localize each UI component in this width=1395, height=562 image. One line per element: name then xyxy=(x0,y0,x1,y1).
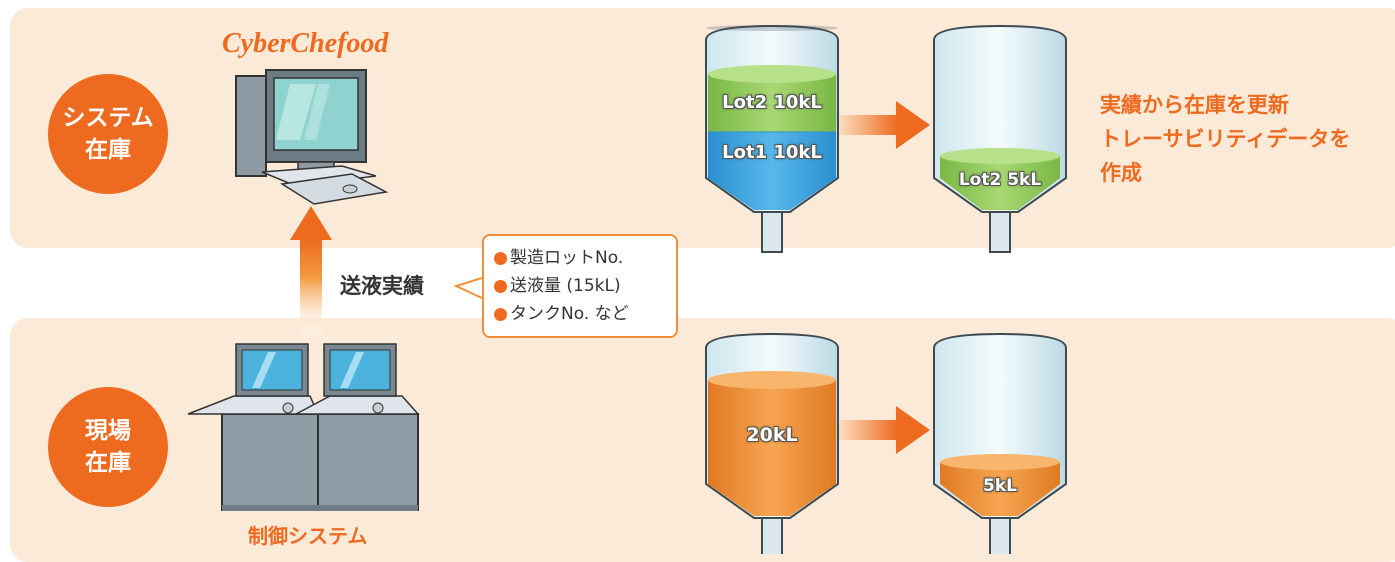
callout-pointer xyxy=(453,277,483,299)
field-tank-after-amount-label: 5kL xyxy=(983,476,1017,496)
callout-item-text: 送液量 (15kL) xyxy=(510,276,621,296)
field-inventory-line2: 在庫 xyxy=(85,450,131,476)
system-tank-before xyxy=(705,24,839,253)
update-note-line1: 実績から在庫を更新 xyxy=(1100,93,1289,117)
system-tank-after xyxy=(933,24,1067,253)
field-inventory-line1: 現場 xyxy=(85,418,131,444)
callout-item: タンクNo. など xyxy=(494,300,666,328)
transfer-details-callout: 製造ロットNo. 送液量 (15kL) タンクNo. など xyxy=(482,234,678,338)
update-note-line3: 作成 xyxy=(1100,161,1142,185)
field-inventory-badge: 現場 在庫 xyxy=(48,387,168,507)
field-tank-before-amount-label: 20kL xyxy=(746,424,798,446)
system-tank-arrow xyxy=(838,101,930,149)
desktop-computer-icon xyxy=(235,69,389,205)
field-tank-before xyxy=(705,332,839,554)
field-tank-after xyxy=(933,332,1067,554)
callout-item-text: 製造ロットNo. xyxy=(510,248,624,268)
transfer-results-label: 送液実績 xyxy=(340,274,424,298)
system-tank-after-lot-label: Lot2 5kL xyxy=(958,170,1042,190)
system-tank-lower-lot-label: Lot1 10kL xyxy=(722,142,822,163)
system-inventory-badge: システム 在庫 xyxy=(48,74,168,194)
brand-logo-text: CyberChefood xyxy=(222,28,389,59)
update-note-line2: トレーサビリティデータを xyxy=(1100,127,1351,151)
field-tank-arrow xyxy=(838,406,930,454)
system-tank-upper-lot-label: Lot2 10kL xyxy=(722,92,822,113)
update-note: 実績から在庫を更新 トレーサビリティデータを 作成 xyxy=(1100,88,1350,190)
callout-item-text: タンクNo. など xyxy=(510,304,629,324)
system-inventory-line2: 在庫 xyxy=(85,137,131,163)
bullet-dot-icon xyxy=(494,307,507,321)
callout-item: 送液量 (15kL) xyxy=(494,272,666,300)
system-inventory-line1: システム xyxy=(62,105,154,131)
bullet-dot-icon xyxy=(494,251,507,265)
bullet-dot-icon xyxy=(494,279,507,293)
callout-item: 製造ロットNo. xyxy=(494,244,666,272)
control-system-label: 制御システム xyxy=(248,524,368,548)
transfer-up-arrow xyxy=(290,206,332,336)
control-console-icon xyxy=(187,343,420,511)
